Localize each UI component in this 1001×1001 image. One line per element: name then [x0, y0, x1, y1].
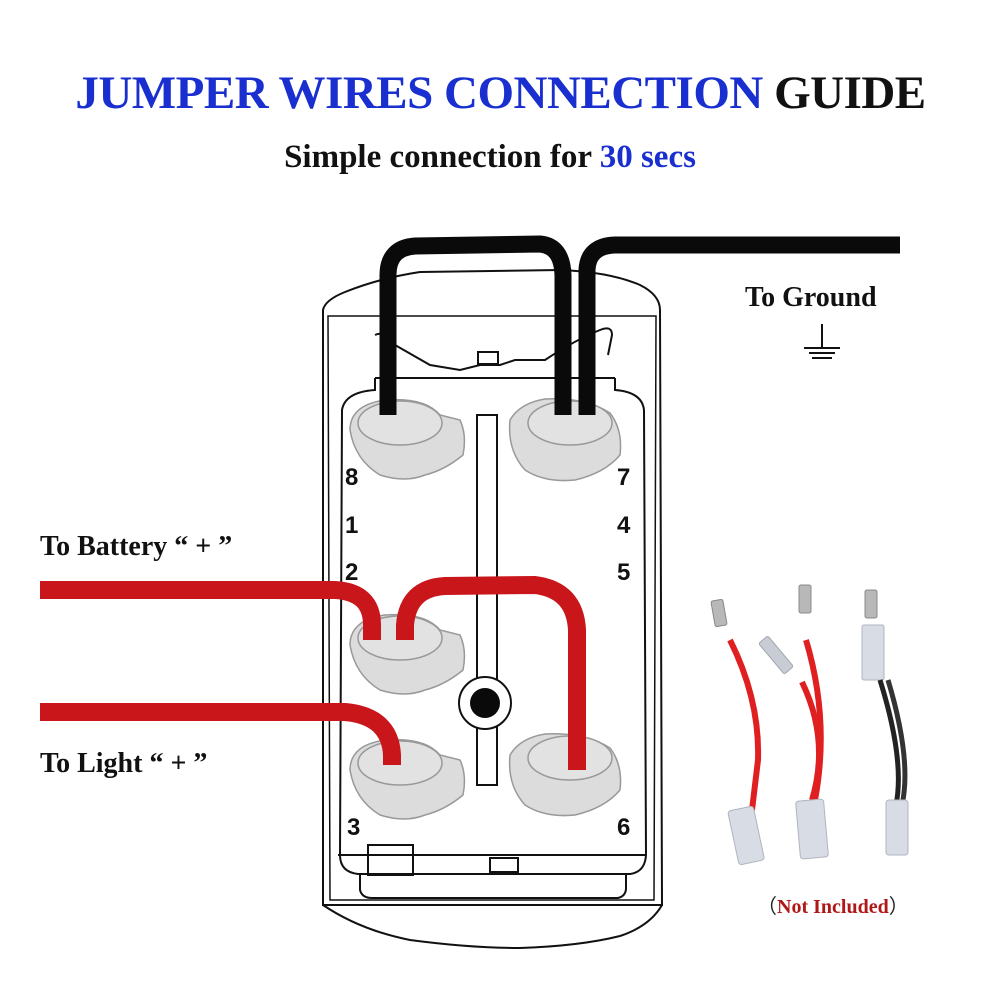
pin-label-7: 7	[617, 464, 631, 491]
indicator-dot-icon	[458, 676, 512, 730]
pin-label-5: 5	[617, 559, 631, 586]
jumper-wire-double-black	[861, 589, 909, 856]
ground-symbol-icon	[804, 324, 840, 359]
switch-bottom-curve	[322, 904, 663, 950]
pin-label-8: 8	[345, 464, 359, 491]
note-close-paren: ）	[888, 896, 909, 918]
battery-label: To Battery “ + ”	[40, 531, 233, 562]
jumper-wire-single-red	[710, 598, 765, 866]
pin-label-6: 6	[617, 814, 631, 841]
title-black-part: GUIDE	[774, 67, 926, 119]
subtitle-blue-part: 30 secs	[599, 139, 696, 175]
page-title: JUMPER WIRES CONNECTION GUIDE	[0, 70, 1001, 117]
title-blue-part: JUMPER WIRES CONNECTION	[75, 67, 763, 119]
rocker-pivot-tab	[477, 351, 499, 365]
subtitle-black-part: Simple connection for	[284, 139, 592, 175]
ground-label: To Ground	[745, 282, 877, 313]
pin-label-1: 1	[345, 512, 359, 539]
terminal-3	[349, 738, 466, 820]
switch-tab-left	[367, 844, 414, 876]
red-wire-2-to-6	[396, 575, 586, 770]
switch-terminal-frame	[338, 378, 648, 875]
jumper-wire-double-red	[758, 584, 829, 860]
black-jumper-wires	[379, 235, 900, 415]
red-jumper-wires	[40, 575, 586, 770]
red-wire-light-to-3	[40, 703, 401, 765]
switch-tab-center	[489, 857, 519, 873]
switch-bottom-rim	[359, 875, 627, 899]
not-included-note: （Not Included）	[757, 890, 909, 919]
light-label: To Light “ + ”	[40, 748, 208, 779]
jumper-wire-samples	[710, 584, 909, 866]
center-divider	[476, 414, 498, 786]
black-wire-7-to-ground	[578, 236, 900, 415]
pin-label-4: 4	[617, 512, 631, 539]
page-subtitle: Simple connection for 30 secs	[0, 141, 980, 174]
red-wire-battery-to-2	[40, 581, 381, 640]
pin-label-3: 3	[347, 814, 361, 841]
black-wire-8-to-7	[379, 235, 572, 415]
terminal-8	[349, 398, 466, 480]
note-text: Not Included	[777, 896, 889, 918]
pin-label-2: 2	[345, 559, 359, 586]
terminal-6	[508, 733, 622, 817]
note-open-paren: （	[757, 896, 777, 918]
terminals	[349, 398, 622, 820]
